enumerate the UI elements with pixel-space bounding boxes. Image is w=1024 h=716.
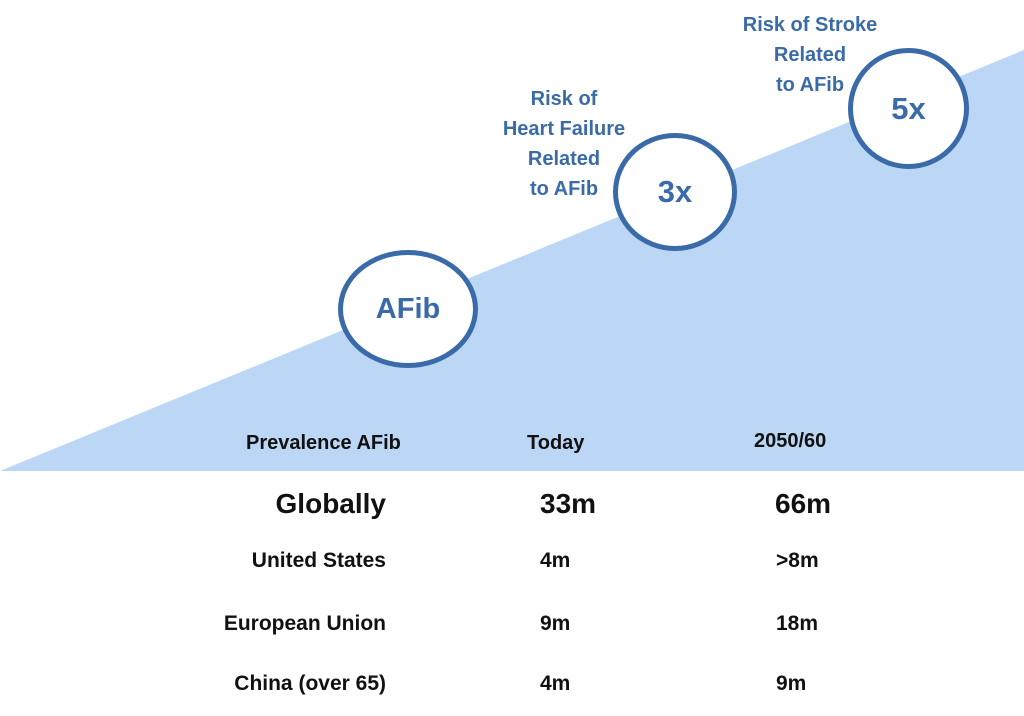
stroke-label-line: Related (773, 44, 847, 66)
row-future-european-union: 18m (776, 612, 819, 635)
row-name-china: China (over 65) (234, 672, 386, 695)
heart-failure-multiplier-label: 3x (657, 174, 693, 209)
stroke-label-line: Risk of Stroke (742, 14, 878, 36)
heart-failure-label-line: Heart Failure (502, 118, 626, 140)
stroke-multiplier-label: 5x (891, 90, 926, 126)
header-future: 2050/60 (754, 430, 827, 452)
row-future-globally: 66m (775, 488, 832, 519)
heart-failure-label-line: Risk of (530, 88, 598, 110)
heart-failure-label-line: to AFib (529, 178, 599, 200)
row-today-china: 4m (540, 672, 571, 695)
row-name-united-states: United States (251, 549, 386, 572)
heart-failure-multiplier-circle: 3x (613, 133, 737, 251)
stroke-label-line: to AFib (775, 74, 845, 96)
stroke-risk-label: Risk of Stroke Related to AFib (720, 10, 900, 100)
afib-circle: AFib (338, 250, 478, 368)
row-today-united-states: 4m (540, 549, 571, 572)
header-prevalence: Prevalence AFib (246, 432, 401, 454)
row-today-european-union: 9m (540, 612, 571, 635)
row-today-globally: 33m (540, 488, 597, 519)
wedge-shape (0, 50, 1024, 471)
header-today: Today (527, 432, 585, 454)
row-name-globally: Globally (275, 488, 386, 519)
stroke-multiplier-circle: 5x (848, 48, 969, 169)
row-future-united-states: >8m (776, 549, 819, 572)
heart-failure-label-line: Related (527, 148, 601, 170)
heart-failure-risk-label: Risk of Heart Failure Related to AFib (474, 84, 654, 204)
afib-circle-label: AFib (375, 292, 441, 325)
row-future-china: 9m (776, 672, 807, 695)
row-name-european-union: European Union (223, 612, 386, 635)
